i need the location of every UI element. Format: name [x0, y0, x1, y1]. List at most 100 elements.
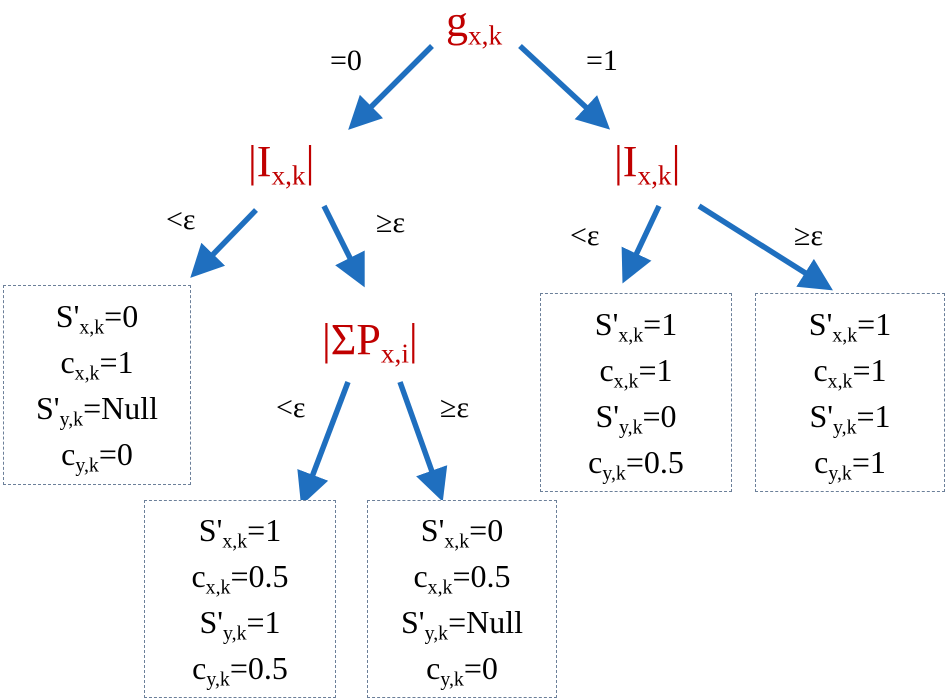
leaf-line-subscript: y,k	[424, 622, 449, 645]
leaf-line-var: S'	[595, 397, 619, 434]
leaf-line-subscript: y,k	[59, 408, 84, 431]
leaf-line-var: S'	[55, 298, 80, 334]
leaf-line-subscript: x,k	[79, 316, 105, 339]
leaf-line: cy,k=0	[61, 431, 133, 477]
leaf-line-subscript: y,k	[440, 668, 464, 691]
leaf-line-subscript: x,k	[613, 369, 639, 392]
leaf-box-4: S'x,k=1 cx,k=1 S'y,k=0 cy,k=0.5	[540, 293, 732, 492]
leaf-line: cy,k=0.5	[192, 645, 288, 691]
leaf-line-subscript: x,k	[74, 362, 100, 385]
leaf-line-value: =1	[851, 443, 886, 480]
leaf-line-var: c	[60, 344, 75, 380]
right-node-subscript: x,k	[637, 160, 672, 191]
arrow-sum-to-leaf3	[397, 381, 448, 502]
leaf-line: S'y,k=Null	[36, 385, 158, 431]
arrow-right-to-leaf4	[621, 204, 662, 284]
leaf-line: S'y,k=1	[199, 599, 280, 645]
right-node-base: |I	[614, 137, 638, 186]
leaf-line-value: =1	[99, 344, 134, 380]
leaf-line-value: =0	[104, 298, 139, 334]
edge-label-root-right: =1	[586, 44, 618, 77]
leaf-line-var: S'	[401, 604, 425, 640]
arrow-root-to-right	[518, 43, 611, 130]
leaf-line-var: S'	[594, 305, 619, 342]
leaf-line: S'x,k=1	[809, 301, 891, 347]
leaf-line: S'x,k=1	[199, 507, 281, 553]
leaf-line-var: c	[413, 558, 428, 594]
leaf-line-subscript: y,k	[833, 415, 857, 438]
leaf-line-value: =0.5	[452, 558, 511, 594]
left-node-base: |I	[248, 137, 272, 186]
leaf-box-3: S'x,k=0 cx,k=0.5 S'y,k=Null cy,k=0	[367, 500, 557, 698]
sum-node-tail: |	[408, 315, 418, 364]
leaf-line: S'x,k=0	[421, 507, 503, 553]
leaf-line-value: =1	[857, 305, 892, 342]
leaf-line-var: c	[599, 351, 614, 388]
arrow-root-to-left	[348, 44, 434, 130]
sum-node-sigma-p: |ΣPx,i|	[322, 315, 418, 368]
leaf-line-value: =1	[638, 351, 673, 388]
leaf-line: S'x,k=0	[56, 293, 138, 339]
edge-label-sum-leaf2: <ε	[276, 391, 306, 424]
leaf-line: cy,k=1	[814, 439, 886, 485]
leaf-line-subscript: x,k	[832, 323, 858, 346]
leaf-line-var: S'	[808, 305, 833, 342]
arrow-left-to-leaf1	[190, 208, 258, 278]
sum-node-base: |ΣP	[322, 315, 381, 364]
leaf-line-subscript: x,k	[444, 530, 470, 553]
edge-label-sum-leaf3: ≥ε	[440, 391, 470, 424]
leaf-line-value: =Null	[448, 604, 523, 640]
arrow-left-to-sum	[321, 204, 365, 288]
leaf-line: cx,k=1	[599, 347, 672, 393]
leaf-line-var: S'	[420, 512, 445, 548]
leaf-line-subscript: x,k	[205, 576, 231, 599]
leaf-line-var: c	[426, 650, 441, 686]
leaf-line-value: =0	[469, 512, 504, 548]
leaf-line-subscript: y,k	[602, 461, 626, 484]
leaf-line-var: c	[191, 558, 206, 594]
leaf-line-value: =0.5	[625, 443, 684, 480]
leaf-line-value: =1	[852, 351, 887, 388]
edge-label-right-leaf5: ≥ε	[794, 219, 824, 252]
leaf-line-var: c	[192, 650, 207, 686]
leaf-line-var: c	[61, 436, 76, 472]
leaf-line-var: c	[814, 443, 829, 480]
leaf-line: S'x,k=1	[595, 301, 677, 347]
leaf-line-var: S'	[809, 397, 833, 434]
leaf-line-var: S'	[199, 604, 223, 640]
right-node-tail: |	[671, 137, 681, 186]
leaf-line-value: =0.5	[229, 650, 288, 686]
root-node-base: g	[446, 0, 468, 46]
leaf-line-subscript: y,k	[619, 415, 643, 438]
leaf-line: cx,k=1	[813, 347, 886, 393]
leaf-line-var: c	[588, 443, 603, 480]
leaf-line-value: =0	[98, 436, 133, 472]
leaf-box-5: S'x,k=1 cx,k=1 S'y,k=1 cy,k=1	[755, 293, 945, 492]
leaf-line-subscript: x,k	[827, 369, 853, 392]
leaf-line: S'y,k=Null	[401, 599, 523, 645]
right-node-i-magnitude: |Ix,k|	[614, 137, 681, 190]
left-node-subscript: x,k	[271, 160, 306, 191]
leaf-line-var: S'	[36, 390, 60, 426]
edge-label-left-leaf1: <ε	[166, 203, 196, 236]
arrow-right-to-leaf5	[697, 203, 833, 291]
leaf-line: cx,k=0.5	[413, 553, 510, 599]
leaf-line-var: S'	[198, 512, 223, 548]
leaf-line-subscript: y,k	[206, 668, 230, 691]
leaf-line-value: =0	[642, 397, 677, 434]
leaf-line: S'y,k=0	[595, 393, 676, 439]
edge-label-right-leaf4: <ε	[570, 219, 600, 252]
edge-label-left-sum: ≥ε	[376, 206, 406, 239]
root-node-g: gx,k	[446, 0, 502, 49]
edge-label-root-left: =0	[330, 44, 362, 77]
leaf-line: cy,k=0	[426, 645, 498, 691]
leaf-line-value: =0	[463, 650, 498, 686]
root-node-subscript: x,k	[468, 20, 503, 51]
leaf-box-2: S'x,k=1 cx,k=0.5 S'y,k=1 cy,k=0.5	[144, 500, 336, 698]
left-node-tail: |	[305, 137, 315, 186]
leaf-line-subscript: x,k	[427, 576, 453, 599]
leaf-line-value: =1	[643, 305, 678, 342]
leaf-line-subscript: y,k	[828, 461, 852, 484]
leaf-line-value: =1	[856, 397, 891, 434]
